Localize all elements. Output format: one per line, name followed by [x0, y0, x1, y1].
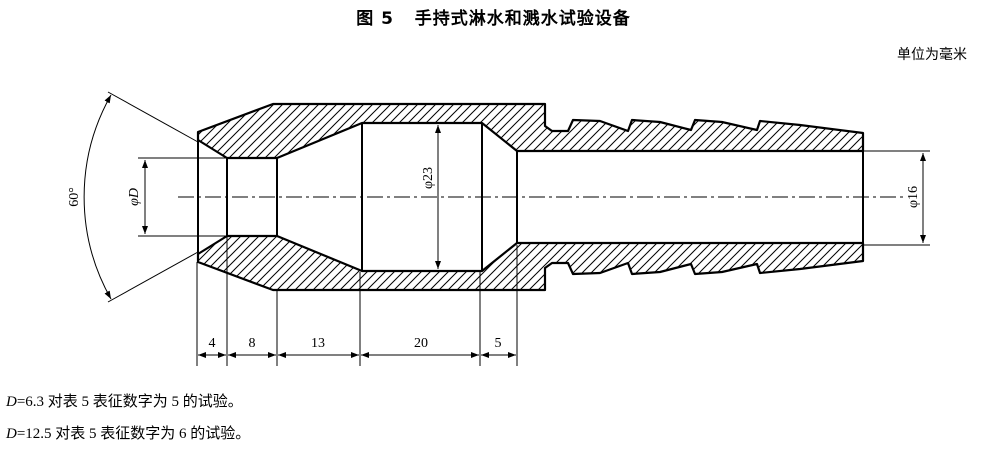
phi-d-label: φD	[127, 188, 142, 206]
phi-23-label: φ23	[421, 167, 436, 189]
note-2-text: =12.5 对表 5 表征数字为 6 的试验。	[16, 426, 251, 442]
length-dimension-lines	[196, 236, 518, 366]
dim-5: 5	[495, 336, 502, 351]
unit-label: 单位为毫米	[897, 47, 967, 63]
dim-4: 4	[209, 336, 216, 351]
phi-16-label: φ16	[906, 186, 921, 208]
note-2-variable: D	[6, 426, 17, 442]
angle-label: 60°	[67, 187, 82, 207]
nozzle-wall-bottom	[196, 234, 865, 292]
dim-8: 8	[249, 336, 256, 351]
angle-dimension	[83, 91, 199, 303]
note-2: D=12.5 对表 5 表征数字为 6 的试验。	[6, 422, 250, 443]
figure-title: 图 5 手持式淋水和溅水试验设备	[356, 9, 631, 29]
dim-13: 13	[311, 336, 325, 351]
note-1: D=6.3 对表 5 表征数字为 5 的试验。	[6, 390, 243, 411]
dim-20: 20	[414, 336, 428, 351]
nozzle-wall-top	[196, 102, 865, 160]
phi-16-dimension	[863, 150, 930, 246]
note-1-text: =6.3 对表 5 表征数字为 5 的试验。	[16, 394, 243, 410]
note-1-variable: D	[6, 394, 17, 410]
phi-d-dimension	[138, 157, 227, 237]
